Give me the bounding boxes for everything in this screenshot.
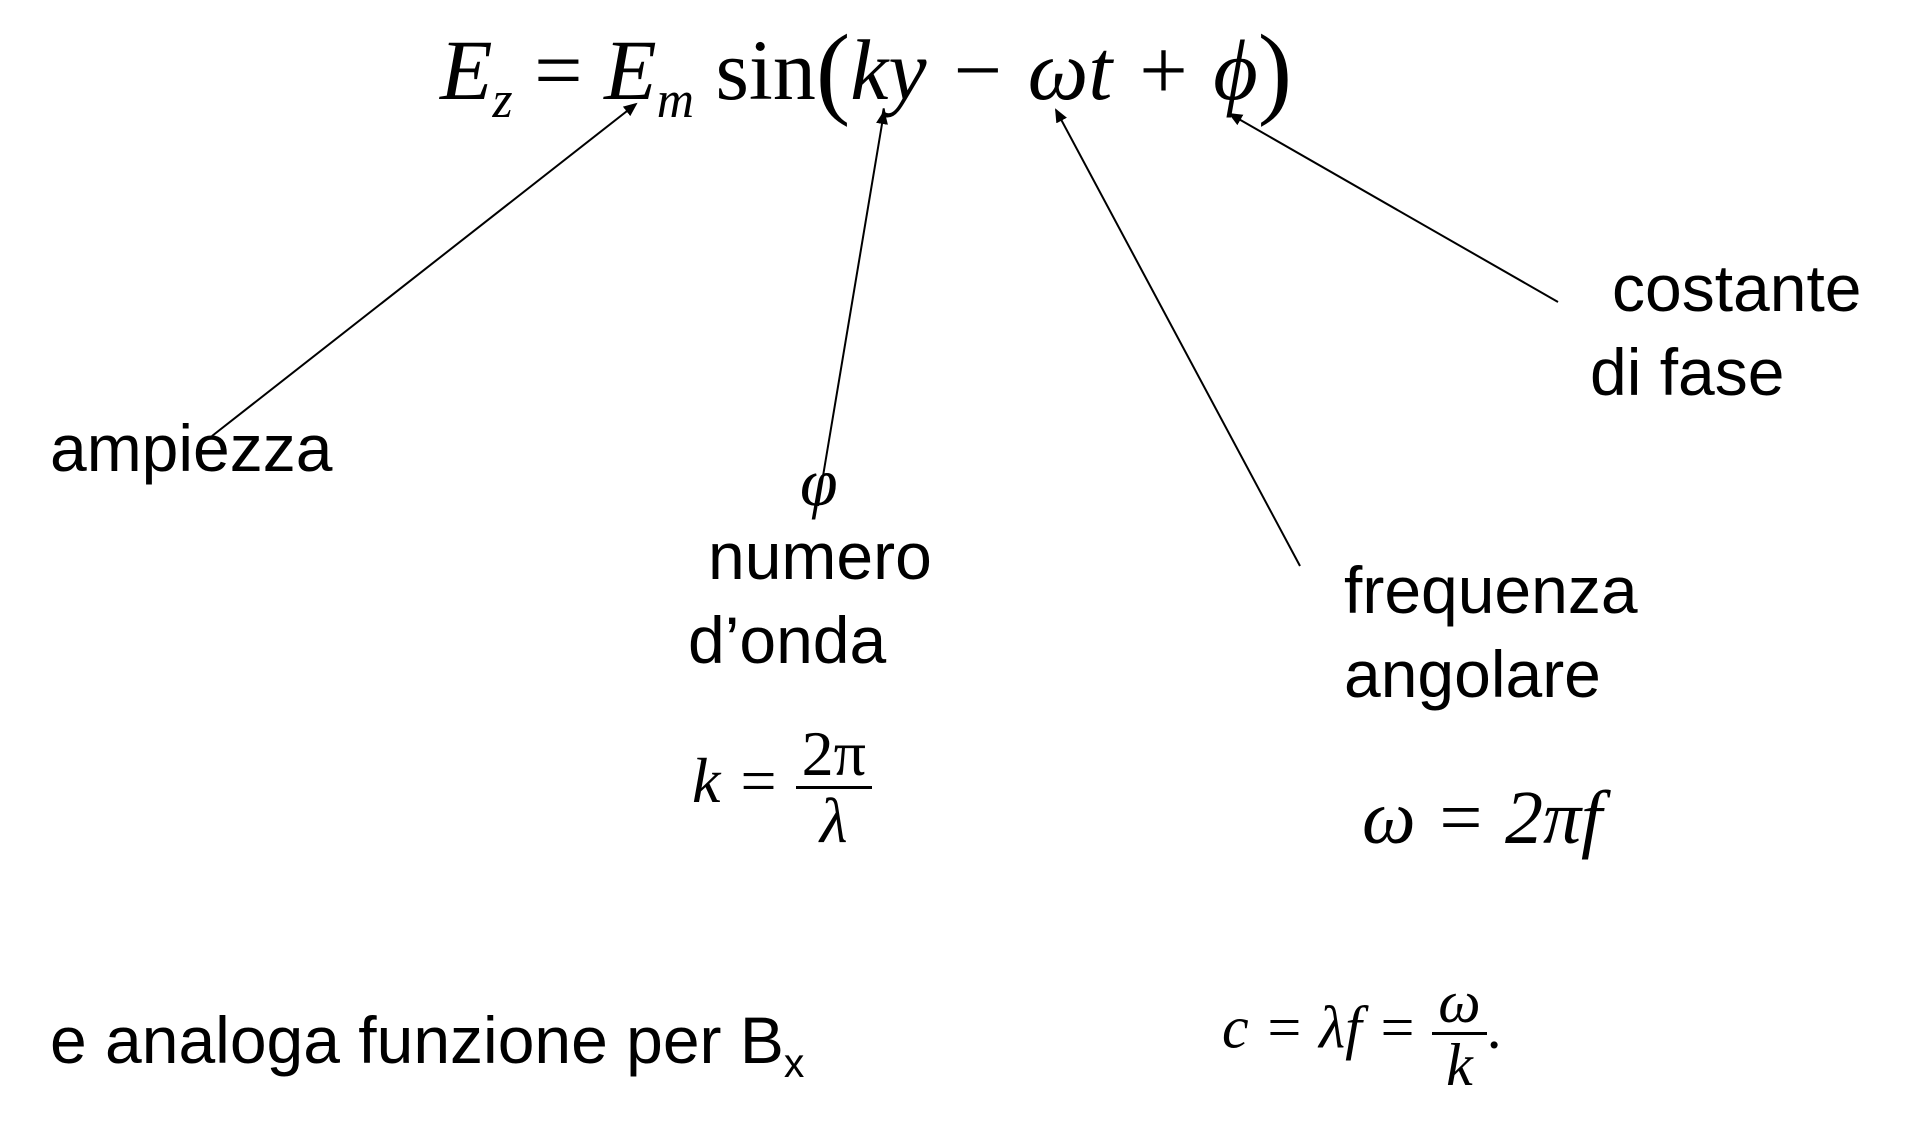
c-fraction-bar xyxy=(1432,1032,1487,1035)
label-donda: d’onda xyxy=(688,603,887,677)
eq-lhs-sub: z xyxy=(492,72,513,130)
arrow-costante-di-fase xyxy=(1228,113,1559,303)
formula-speed-of-light: c = λf = ω k . xyxy=(1222,972,1502,1095)
phi-symbol: φ xyxy=(800,444,838,520)
eq-amplitude: E xyxy=(604,22,657,118)
eq-left-paren: ( xyxy=(815,14,851,129)
k-lhs: k = xyxy=(692,745,780,817)
k-denominator: λ xyxy=(819,785,848,856)
c-numerator: ω xyxy=(1438,969,1481,1035)
c-lhs: c = λf = xyxy=(1222,994,1418,1061)
arrow-ampiezza xyxy=(211,102,638,437)
label-angolare: angolare xyxy=(1344,637,1601,711)
label-analoga: e analoga funzione per Bx xyxy=(50,998,804,1091)
c-denominator: k xyxy=(1446,1032,1473,1098)
k-fraction: 2π λ xyxy=(795,718,872,856)
main-equation: Ez = Em sin(ky − ωt + ϕ) xyxy=(440,14,1292,127)
label-numero: numero xyxy=(708,519,932,593)
eq-lhs: E xyxy=(440,22,493,118)
eq-right-paren: ) xyxy=(1257,14,1293,129)
label-di-fase: di fase xyxy=(1590,335,1785,409)
label-costante: costante xyxy=(1612,251,1862,325)
analoga-text: e analoga funzione per B xyxy=(50,1003,784,1077)
k-fraction-bar xyxy=(795,786,872,789)
label-frequenza: frequenza xyxy=(1344,553,1638,627)
eq-amplitude-sub: m xyxy=(656,72,694,130)
eq-sin: sin xyxy=(715,22,816,118)
eq-equals: = xyxy=(534,22,583,118)
label-ampiezza: ampiezza xyxy=(50,411,333,485)
formula-wavenumber: k = 2π λ xyxy=(692,722,872,853)
eq-argument: ky − ωt + ϕ xyxy=(850,22,1258,118)
c-fraction: ω k xyxy=(1432,969,1487,1098)
k-numerator: 2π xyxy=(801,718,866,789)
analoga-subscript: x xyxy=(783,1040,805,1087)
formula-angular-frequency: ω = 2πf xyxy=(1362,776,1603,860)
arrow-frequenza-angolare xyxy=(1055,108,1301,567)
arrow-numero-donda xyxy=(817,110,888,507)
c-period: . xyxy=(1486,994,1502,1061)
